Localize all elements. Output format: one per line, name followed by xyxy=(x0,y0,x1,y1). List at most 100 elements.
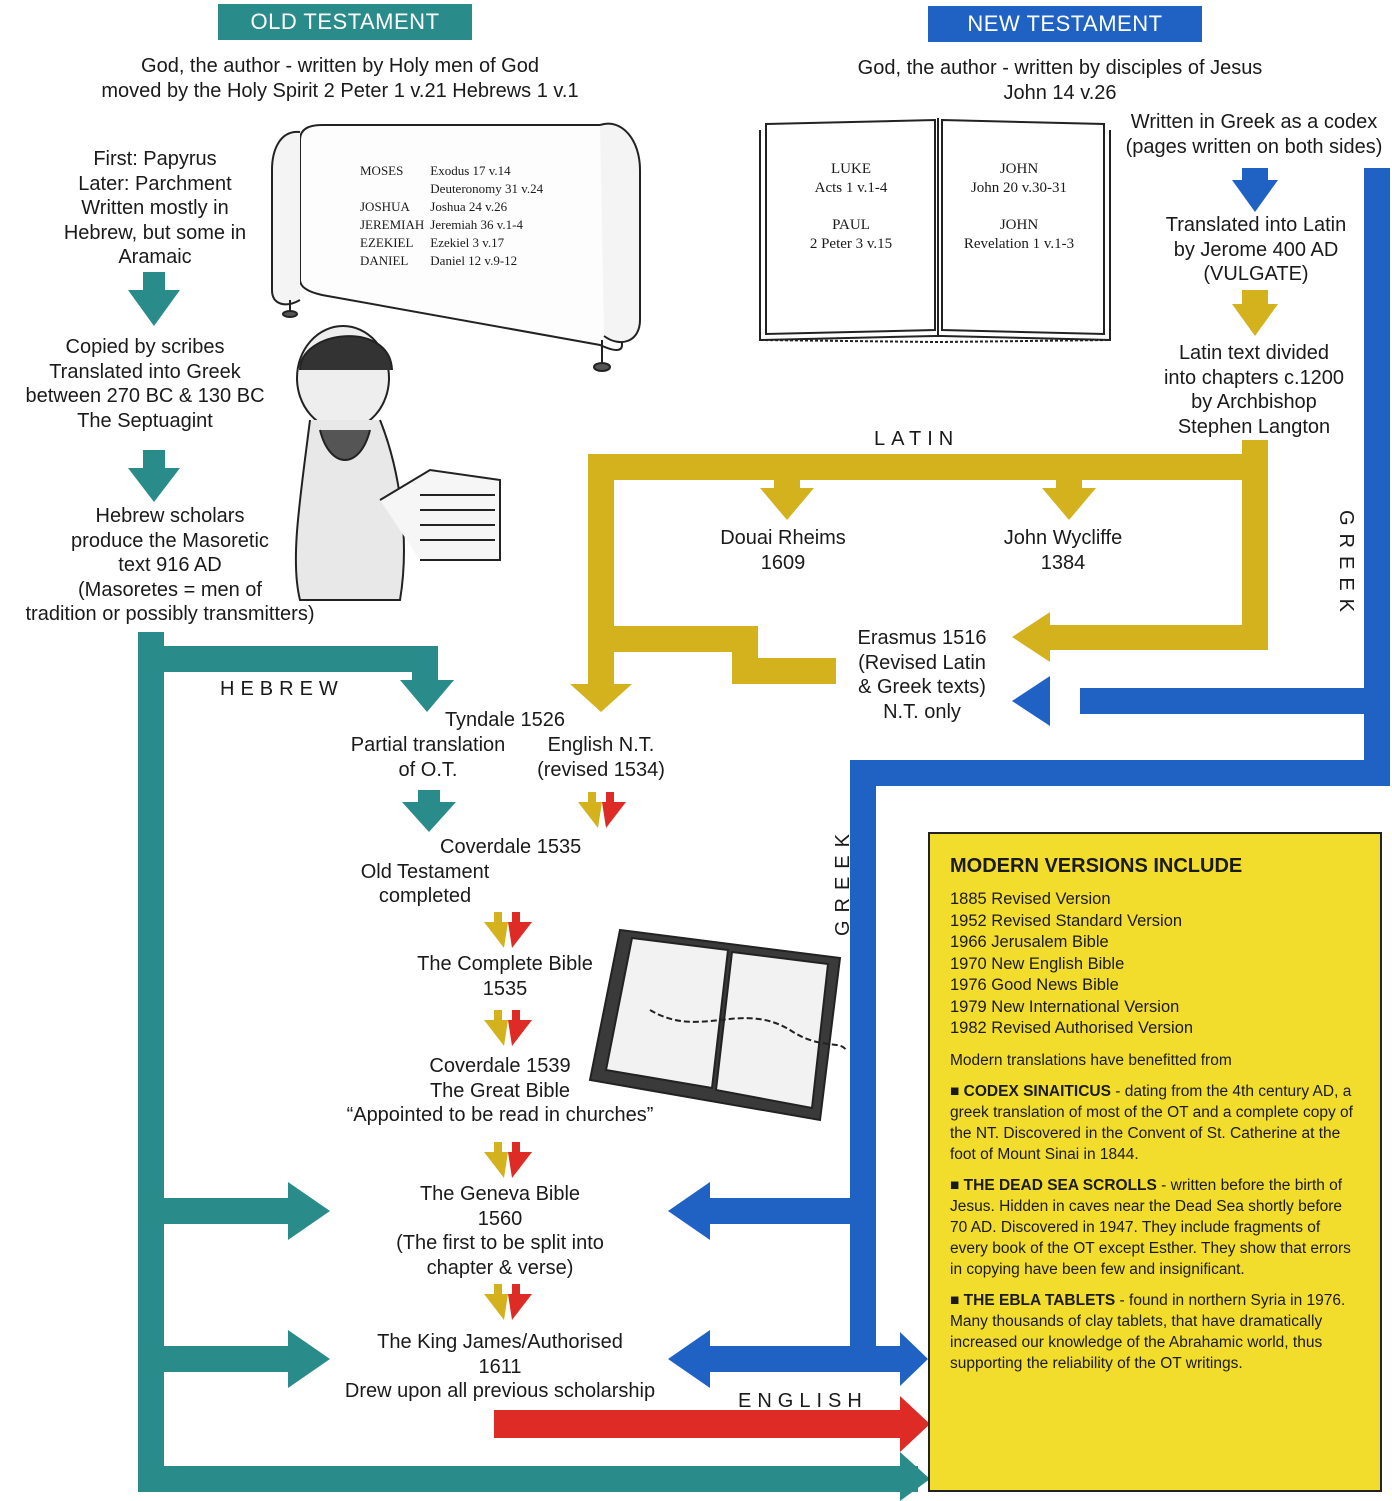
modern-version-item: 1952 Revised Standard Version xyxy=(950,911,1183,930)
scroll-illustration xyxy=(271,122,641,372)
scroll-ref-author: MOSES xyxy=(360,163,404,178)
label-english: ENGLISH xyxy=(738,1390,868,1412)
label-latin: LATIN xyxy=(874,428,960,450)
arrow-to-erasmus xyxy=(1012,676,1050,726)
version-line: 1609 xyxy=(760,551,806,574)
ot-masoretic-line: produce the Masoretic xyxy=(71,529,269,552)
ot-masoretic: Hebrew scholars produce the Masoretic te… xyxy=(10,504,330,627)
arrow-tyndale-to-coverdale xyxy=(402,802,456,832)
nt-intro: God, the author - written by disciples o… xyxy=(800,56,1320,105)
arrow-to-modern-blue xyxy=(900,1332,928,1386)
modern-version-item: 1979 New International Version xyxy=(950,997,1180,1016)
version-line: The Complete Bible xyxy=(417,953,593,975)
arrow-latin-to-erasmus xyxy=(1012,612,1050,662)
ot-masoretic-line: (Masoretes = men of xyxy=(78,578,262,601)
modern-version-item: 1976 Good News Bible xyxy=(950,976,1119,994)
ot-scribes: Copied by scribes Translated into Greek … xyxy=(10,335,280,433)
ot-scribes-line: Translated into Greek xyxy=(49,360,241,383)
version-line: 1535 xyxy=(482,977,528,1000)
ot-scribes-line: The Septuagint xyxy=(77,409,213,432)
version-line: Coverdale 1535 xyxy=(440,836,582,858)
version-line: 1384 xyxy=(1040,551,1086,574)
ot-materials-line: Written mostly in xyxy=(81,197,229,219)
arrow-hebrew-to-modern xyxy=(900,1452,930,1501)
version-line: of O.T. xyxy=(398,758,458,781)
king-james-bible: The King James/Authorised 1611 Drew upon… xyxy=(330,1330,670,1404)
version-line: (revised 1534) xyxy=(537,758,665,781)
modern-versions-list: 1885 Revised Version 1952 Revised Standa… xyxy=(950,889,1362,1040)
latin-from-erasmus xyxy=(732,658,836,684)
arrow-to-geneva xyxy=(668,1182,710,1240)
nt-codex-line: Written in Greek as a codex xyxy=(1130,111,1378,133)
ot-intro: God, the author - written by Holy men of… xyxy=(40,54,640,103)
version-line: English N.T. xyxy=(547,734,655,756)
twin-arrow-2 xyxy=(484,912,532,948)
book-ref-line: Revelation 1 v.1-3 xyxy=(963,236,1075,252)
ot-materials-line: Aramaic xyxy=(118,246,192,268)
arrow-to-douai xyxy=(760,488,814,520)
scroll-ref-author: JEREMIAH xyxy=(360,217,425,232)
version-line: 1611 xyxy=(478,1355,522,1378)
greek-line-cross xyxy=(850,760,1390,786)
tyndale-nt: English N.T. (revised 1534) xyxy=(526,733,676,782)
version-line: Partial translation xyxy=(350,734,506,756)
greek-flow xyxy=(668,168,1390,1388)
chained-bible-illustration xyxy=(588,928,847,1122)
book-ref-line: John 20 v.30-31 xyxy=(970,180,1068,196)
english-flow xyxy=(494,1396,930,1452)
greek-branch-geneva xyxy=(710,1198,876,1224)
modern-version-item: 1970 New English Bible xyxy=(950,954,1125,973)
discovery-dead-sea: ■ THE DEAD SEA SCROLLS - written before … xyxy=(950,1175,1362,1280)
nt-codex: Written in Greek as a codex (pages writt… xyxy=(1116,110,1392,159)
arrow-to-tyndale xyxy=(570,684,632,712)
version-line: “Appointed to be read in churches” xyxy=(346,1104,654,1126)
ot-intro-line: God, the author - written by Holy men of… xyxy=(141,55,539,77)
nt-codex-line: (pages written on both sides) xyxy=(1125,135,1383,158)
john-wycliffe: John Wycliffe 1384 xyxy=(984,526,1142,575)
ot-materials: First: Papyrus Later: Parchment Written … xyxy=(30,147,280,270)
version-line: & Greek texts) xyxy=(858,676,986,698)
bullet-icon: ■ xyxy=(950,1291,964,1309)
arrow-english-to-modern xyxy=(900,1396,930,1452)
complete-bible: The Complete Bible 1535 xyxy=(400,952,610,1001)
arrow-scribes-to-masoretic xyxy=(128,468,180,502)
open-book-illustration xyxy=(759,118,1111,343)
bullet-icon: ■ xyxy=(950,1082,964,1100)
arrow-to-vulgate xyxy=(1232,180,1278,212)
latin-line-top xyxy=(588,454,1268,480)
arrow-to-tyndale-hebrew xyxy=(400,680,454,712)
greek-branch-erasmus xyxy=(1080,688,1390,714)
version-line: John Wycliffe xyxy=(1003,527,1123,549)
greek-line-mid xyxy=(850,760,876,1372)
nt-langton-line: into chapters c.1200 xyxy=(1163,366,1345,389)
version-line: completed xyxy=(378,885,472,907)
book-ref-line: PAUL xyxy=(832,217,870,233)
discovery-codex: ■ CODEX SINAITICUS - dating from the 4th… xyxy=(950,1081,1362,1165)
version-line: Coverdale 1539 xyxy=(429,1055,571,1077)
scroll-ref-author xyxy=(360,180,430,198)
old-testament-header: OLD TESTAMENT xyxy=(218,4,472,40)
hebrew-flow xyxy=(128,272,930,1501)
version-line: The Geneva Bible xyxy=(419,1183,581,1205)
nt-langton-line: Latin text divided xyxy=(1178,342,1330,364)
label-hebrew: HEBREW xyxy=(220,678,344,700)
ot-scribes-line: between 270 BC & 130 BC xyxy=(25,385,265,407)
ot-masoretic-line: text 916 AD xyxy=(118,554,222,576)
label-greek-mid: GREEK xyxy=(832,826,854,937)
discovery-ebla: ■ THE EBLA TABLETS - found in northern S… xyxy=(950,1290,1362,1374)
great-bible: Coverdale 1539 The Great Bible “Appointe… xyxy=(320,1054,680,1128)
modern-version-item: 1885 Revised Version xyxy=(950,890,1111,908)
version-line: Douai Rheims xyxy=(720,527,846,549)
arrow-hebrew-to-kjv xyxy=(288,1330,330,1388)
coverdale-1535: Coverdale 1535 Old Testament completed xyxy=(340,835,596,909)
twin-arrow-1 xyxy=(578,792,626,828)
ot-intro-line: moved by the Holy Spirit 2 Peter 1 v.21 … xyxy=(101,79,579,102)
tyndale-title: Tyndale 1526 xyxy=(444,709,566,731)
modern-version-item: 1982 Revised Authorised Version xyxy=(950,1019,1194,1037)
nt-langton-line: Stephen Langton xyxy=(1177,415,1331,438)
